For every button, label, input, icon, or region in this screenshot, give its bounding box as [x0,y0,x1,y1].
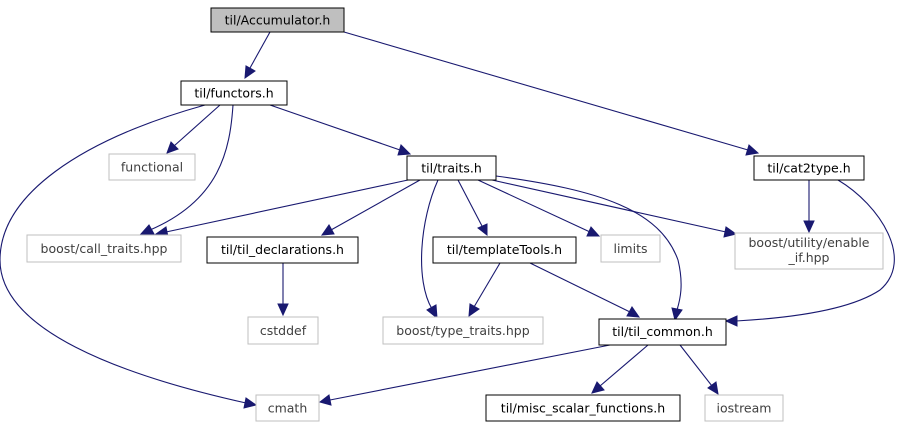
edge-traits-to-til-common [495,175,682,311]
arrowhead [723,226,738,238]
node-cat2type[interactable]: til/cat2type.h [753,155,865,181]
node-box [734,232,884,270]
node-box [180,80,288,106]
arrowhead [139,224,155,235]
edge-traits-to-type-traits [421,179,439,310]
node-cmath[interactable]: cmath [255,394,320,422]
arrowhead [626,306,641,318]
edge-template-tools-to-type-traits [473,262,501,308]
edge-accumulator-to-cat2type [343,31,749,151]
arrowhead [426,304,438,320]
arrowhead [586,226,601,237]
arrowhead [243,397,258,409]
arrowhead [707,381,719,395]
node-enable-if[interactable]: boost/utility/enable _if.hpp [734,232,884,270]
node-label: til/templateTools.h [447,242,562,257]
node-label: til/til_common.h [612,324,713,339]
node-box [485,394,681,422]
node-box [255,394,320,422]
node-label: til/functors.h [194,86,273,101]
node-box [382,316,544,345]
edge-template-tools-to-til-common [529,262,631,313]
edges [0,31,895,409]
node-box [704,394,784,422]
node-label: limits [613,241,647,256]
edge-traits-to-til-declarations [330,179,421,231]
node-label: til/misc_scalar_functions.h [501,401,665,416]
node-label: functional [121,160,183,175]
node-functors[interactable]: til/functors.h [180,80,288,106]
node-call-traits[interactable]: boost/call_traits.hpp [26,234,182,263]
node-label-line-1: boost/utility/enable [749,235,870,250]
node-label: til/traits.h [421,161,482,176]
node-label: til/Accumulator.h [225,13,331,28]
node-box [753,155,865,181]
node-label: til/til_declarations.h [221,242,344,257]
edge-functors-to-call-traits [149,104,234,231]
node-limits[interactable]: limits [600,234,661,263]
node-box [206,236,359,264]
edge-traits-to-call-traits [165,179,409,233]
edge-traits-to-limits [477,179,591,233]
node-label-line-2: _if.hpp [788,250,830,265]
arrowhead [671,307,683,322]
node-box [247,316,319,345]
edge-accumulator-to-functors [249,31,271,69]
edge-traits-to-template-tools [457,179,483,227]
node-label: cmath [268,401,308,416]
edge-til-common-to-cmath [329,344,611,401]
node-til-common[interactable]: til/til_common.h [598,318,727,346]
node-traits[interactable]: til/traits.h [406,155,497,181]
node-label: til/cat2type.h [767,161,850,176]
node-cstddef[interactable]: cstddef [247,316,319,345]
arrowhead [320,224,335,236]
arrowhead [468,303,480,318]
node-box [600,234,661,263]
nodes: til/Accumulator.h til/functors.h til/cat… [26,7,884,422]
node-template-tools[interactable]: til/templateTools.h [432,236,577,264]
node-til-declarations[interactable]: til/til_declarations.h [206,236,359,264]
arrowhead [745,144,760,156]
node-type-traits[interactable]: boost/type_traits.hpp [382,316,544,345]
node-misc-scalar-functions[interactable]: til/misc_scalar_functions.h [485,394,681,422]
arrowhead [166,141,179,154]
node-box [26,234,182,263]
node-box [210,7,345,33]
node-label: iostream [717,401,772,416]
node-box [108,153,196,181]
edge-til-common-to-iostream [679,344,713,387]
edge-functors-to-traits [269,104,401,151]
arrowhead [591,381,605,394]
edge-cat2type-to-til-common [735,179,895,322]
node-label: boost/call_traits.hpp [41,241,168,256]
node-functional[interactable]: functional [108,153,196,181]
edge-functors-to-cmath [0,104,247,404]
node-accumulator[interactable]: til/Accumulator.h [210,7,345,33]
edge-functors-to-functional [173,104,221,147]
node-label: cstddef [260,323,307,338]
arrowhead [277,303,289,317]
arrowhead [803,220,815,234]
node-iostream[interactable]: iostream [704,394,784,422]
arrowhead [318,394,332,406]
edge-til-common-to-misc-scalar [599,344,649,387]
node-box [598,318,727,346]
arrowhead [724,315,738,327]
node-box [432,236,577,264]
arrowhead [477,223,488,237]
arrowhead [244,65,256,80]
edge-traits-to-enable-if [491,179,727,233]
node-label: boost/type_traits.hpp [396,323,529,338]
node-box [406,155,497,181]
arrowhead [397,144,412,156]
